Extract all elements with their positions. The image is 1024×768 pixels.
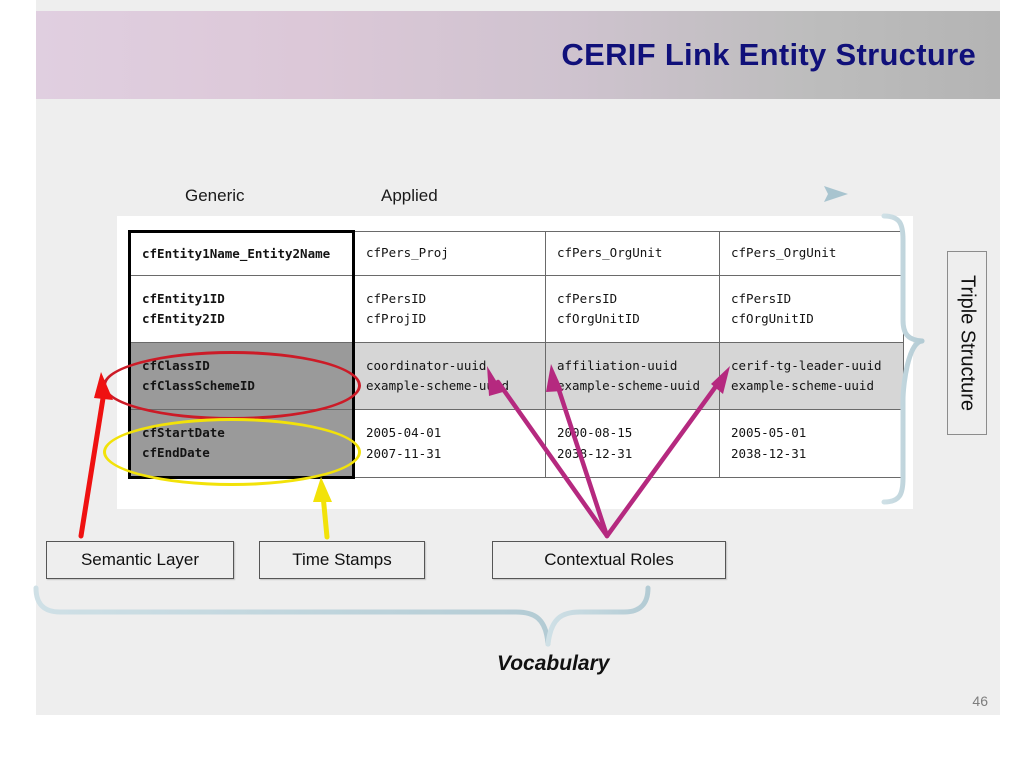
table-row-classification: cfClassID cfClassSchemeID coordinator-uu… bbox=[128, 342, 904, 410]
slide-title-bar: CERIF Link Entity Structure bbox=[36, 11, 1000, 99]
cell-identifiers-ex1: cfPersID cfProjID bbox=[353, 275, 546, 343]
cell-header-ex3: cfPers_OrgUnit bbox=[719, 231, 904, 276]
slide-footer: DFKI it euroCRIS Current Research Inform… bbox=[0, 716, 1024, 768]
callout-semantic-layer[interactable]: Semantic Layer bbox=[46, 541, 234, 579]
cell-text: cfOrgUnitID bbox=[557, 311, 640, 326]
axis-label-generic: Generic bbox=[185, 186, 245, 205]
cell-dates-generic: cfStartDate cfEndDate bbox=[128, 409, 355, 479]
vocabulary-label: Vocabulary bbox=[497, 652, 610, 675]
callout-time-stamps[interactable]: Time Stamps bbox=[259, 541, 425, 579]
cell-text: example-scheme-uuid bbox=[366, 378, 509, 393]
cell-text: 2038-12-31 bbox=[557, 445, 633, 461]
cell-classification-ex2: affiliation-uuid example-scheme-uuid bbox=[545, 342, 720, 410]
cell-text: cfOrgUnitID bbox=[731, 311, 814, 326]
cell-text: 2000-08-15 bbox=[557, 425, 633, 441]
cell-text: cfPersID bbox=[731, 290, 792, 306]
cell-text: cfClassSchemeID bbox=[142, 378, 255, 393]
cell-identifiers-ex3: cfPersID cfOrgUnitID bbox=[719, 275, 904, 343]
cell-text: cerif-tg-leader-uuid bbox=[731, 357, 882, 373]
cell-text: cfStartDate bbox=[142, 424, 225, 440]
cell-text: cfPersID bbox=[366, 290, 427, 306]
cell-text: 2007-11-31 bbox=[366, 445, 442, 461]
cerif-link-entity-table: cfEntity1Name_Entity2Name cfPers_Proj cf… bbox=[128, 230, 904, 479]
cell-dates-ex1: 2005-04-01 2007-11-31 bbox=[353, 409, 546, 478]
cell-text: example-scheme-uuid bbox=[731, 378, 874, 393]
cell-identifiers-ex2: cfPersID cfOrgUnitID bbox=[545, 275, 720, 343]
cell-dates-ex2: 2000-08-15 2038-12-31 bbox=[545, 409, 720, 478]
cell-text: cfProjID bbox=[366, 311, 427, 326]
cell-text: coordinator-uuid bbox=[366, 357, 487, 373]
cell-classification-generic: cfClassID cfClassSchemeID bbox=[128, 342, 355, 410]
table-row-dates: cfStartDate cfEndDate 2005-04-01 2007-11… bbox=[128, 409, 904, 479]
cell-header-ex2: cfPers_OrgUnit bbox=[545, 231, 720, 276]
cell-header-ex1: cfPers_Proj bbox=[353, 231, 546, 276]
cell-text: 2005-04-01 bbox=[366, 425, 442, 441]
cell-text: cfEntity1ID bbox=[142, 290, 225, 306]
cell-text: 2038-12-31 bbox=[731, 445, 807, 461]
cell-text: affiliation-uuid bbox=[557, 357, 678, 373]
callout-contextual-roles[interactable]: Contextual Roles bbox=[492, 541, 726, 579]
cell-identifiers-generic: cfEntity1ID cfEntity2ID bbox=[128, 275, 355, 343]
axis-label-applied: Applied bbox=[381, 186, 438, 205]
footer-divider bbox=[0, 715, 1024, 716]
cell-text: cfEntity2ID bbox=[142, 311, 225, 326]
cell-text: 2005-05-01 bbox=[731, 425, 807, 441]
cell-classification-ex1: coordinator-uuid example-scheme-uuid bbox=[353, 342, 546, 410]
page-title: CERIF Link Entity Structure bbox=[561, 37, 976, 72]
cell-header-generic: cfEntity1Name_Entity2Name bbox=[128, 230, 355, 276]
page-number: 46 bbox=[972, 693, 988, 709]
table-row-identifiers: cfEntity1ID cfEntity2ID cfPersID cfProjI… bbox=[128, 275, 904, 343]
cell-classification-ex3: cerif-tg-leader-uuid example-scheme-uuid bbox=[719, 342, 904, 410]
cell-text: cfEndDate bbox=[142, 445, 210, 460]
cell-text: example-scheme-uuid bbox=[557, 378, 700, 393]
applied-direction-arrow-icon bbox=[476, 186, 848, 202]
callout-triple-structure[interactable]: Triple Structure bbox=[947, 251, 987, 435]
cell-text: cfClassID bbox=[142, 357, 210, 373]
triple-structure-label: Triple Structure bbox=[956, 275, 979, 411]
table-row-header: cfEntity1Name_Entity2Name cfPers_Proj cf… bbox=[128, 230, 904, 276]
cerif-table-card: cfEntity1Name_Entity2Name cfPers_Proj cf… bbox=[117, 216, 913, 509]
cell-text: cfPersID bbox=[557, 290, 618, 306]
cell-dates-ex3: 2005-05-01 2038-12-31 bbox=[719, 409, 904, 478]
